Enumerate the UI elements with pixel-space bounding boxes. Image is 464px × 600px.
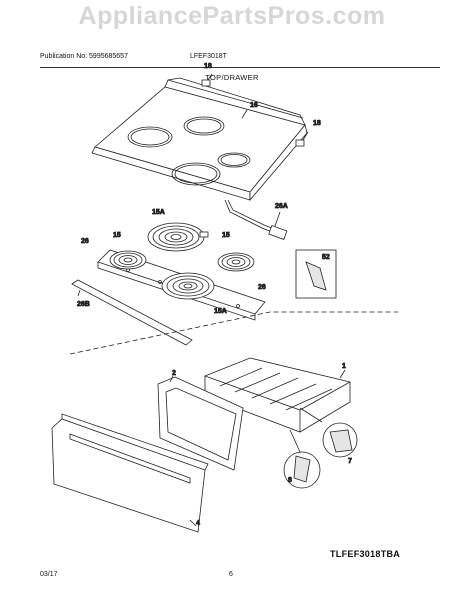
callout-26-left: 26 (81, 238, 89, 245)
wiring-harness (224, 199, 288, 240)
radiant-element-small-right (217, 252, 255, 272)
callout-18-left: 18 (204, 63, 212, 70)
radiant-element-small-left (109, 250, 147, 270)
insulation-strip (71, 279, 193, 346)
callout-1: 1 (342, 363, 346, 370)
callout-4: 4 (196, 520, 200, 527)
model-number: LFEF3018T (190, 53, 227, 60)
drawer-roller-detail (283, 429, 321, 489)
callout-26b: 26B (77, 301, 90, 308)
callout-16: 16 (250, 102, 258, 109)
callout-15-right: 15 (222, 232, 230, 239)
header-rule (40, 67, 440, 68)
trim-clip-right (295, 131, 309, 147)
trim-clip-left (201, 73, 213, 87)
radiant-element-large-front (161, 272, 215, 300)
cooktop-assembly (91, 77, 308, 202)
diagram-code: TLFEF3018TBA (330, 549, 401, 559)
callout-15a-bottom: 15A (214, 308, 227, 315)
radiant-element-large-rear (147, 222, 209, 252)
drawer-front-panel (51, 413, 209, 533)
callout-26a: 26A (275, 203, 288, 210)
switch-detail-box (295, 249, 337, 299)
callout-8: 8 (288, 477, 292, 484)
drawer-body (203, 357, 352, 433)
leader-16 (241, 109, 248, 119)
leader-1 (339, 369, 346, 379)
drawer-slide-detail (299, 407, 358, 458)
section-title: TOP/DRAWER (205, 73, 259, 82)
footer-page-number: 6 (229, 571, 233, 578)
callout-15-left: 15 (113, 232, 121, 239)
watermark: AppliancePartsPros.com (78, 2, 386, 30)
footer-date: 03/17 (40, 571, 58, 578)
drawer-frame (157, 375, 244, 471)
callout-7: 7 (348, 458, 352, 465)
callout-18-right: 18 (313, 120, 321, 127)
callout-2: 2 (172, 370, 176, 377)
callout-52: 52 (322, 254, 330, 261)
publication-number: Publication No: 5995685657 (40, 53, 128, 60)
callout-15a-top: 15A (152, 209, 165, 216)
separator-line (69, 311, 398, 355)
callout-26-right: 26 (258, 284, 266, 291)
